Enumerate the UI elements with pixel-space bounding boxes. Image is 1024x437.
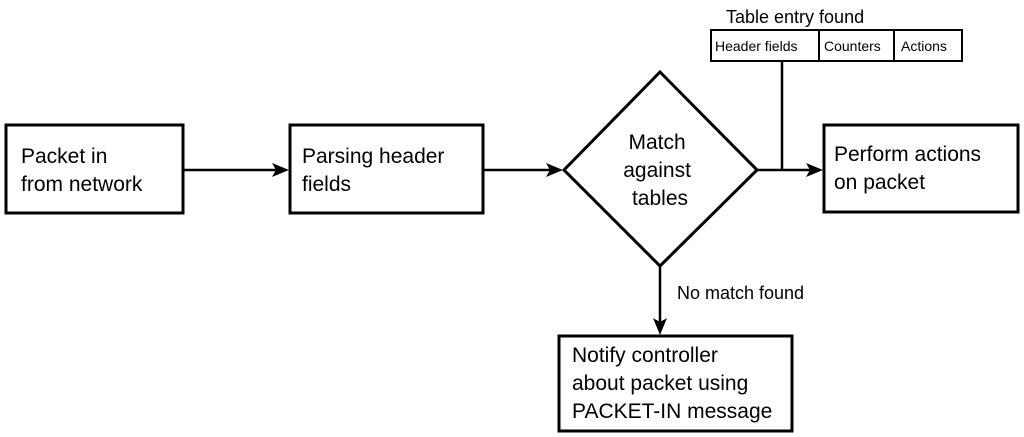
packet-in-line-2: from network [21,173,143,196]
match-label: Match against tables [623,131,697,210]
perform-line-1: Perform actions [834,143,981,166]
table-entry: Table entry found Header fields Counters… [710,7,963,62]
table-cell-counters [818,29,895,62]
node-match: Match against tables [561,69,760,269]
notify-line-2: about packet using [572,372,748,395]
parsing-label: Parsing header fields [302,145,450,196]
parsing-line-2: fields [302,173,351,196]
match-line-3: tables [632,187,688,210]
table-cell-header-fields-label: Header fields [715,38,798,54]
notify-box [557,334,794,433]
table-cell-actions [893,29,963,62]
table-cell-header-fields [710,29,820,62]
arrowhead-match [546,163,563,177]
table-cell-counters-label: Counters [824,38,881,54]
match-line-2: against [623,159,691,182]
no-match-label: No match found [677,283,804,303]
notify-label: Notify controller about packet using PAC… [572,344,772,423]
notify-line-3: PACKET-IN message [572,400,772,423]
packet-in-label: Packet in from network [21,145,143,196]
arrowhead-parsing [272,163,289,177]
perform-box [822,123,1020,214]
node-perform: Perform actions on packet [822,123,1020,214]
node-parsing: Parsing header fields [288,123,485,215]
table-entry-title: Table entry found [726,7,864,27]
edges [184,62,823,335]
match-diamond [561,69,760,269]
arrowhead-notify [653,318,667,335]
node-notify: Notify controller about packet using PAC… [557,334,794,433]
notify-line-1: Notify controller [572,344,718,367]
parsing-box [288,123,485,215]
packet-in-box [4,123,185,215]
table-cell-actions-label: Actions [901,38,947,54]
arrowhead-perform [806,163,823,177]
match-line-1: Match [628,131,685,154]
packet-in-line-1: Packet in [21,145,107,168]
perform-label: Perform actions on packet [834,143,987,194]
parsing-line-1: Parsing header [302,145,444,168]
node-packet-in: Packet in from network [4,123,185,215]
perform-line-2: on packet [834,171,925,194]
